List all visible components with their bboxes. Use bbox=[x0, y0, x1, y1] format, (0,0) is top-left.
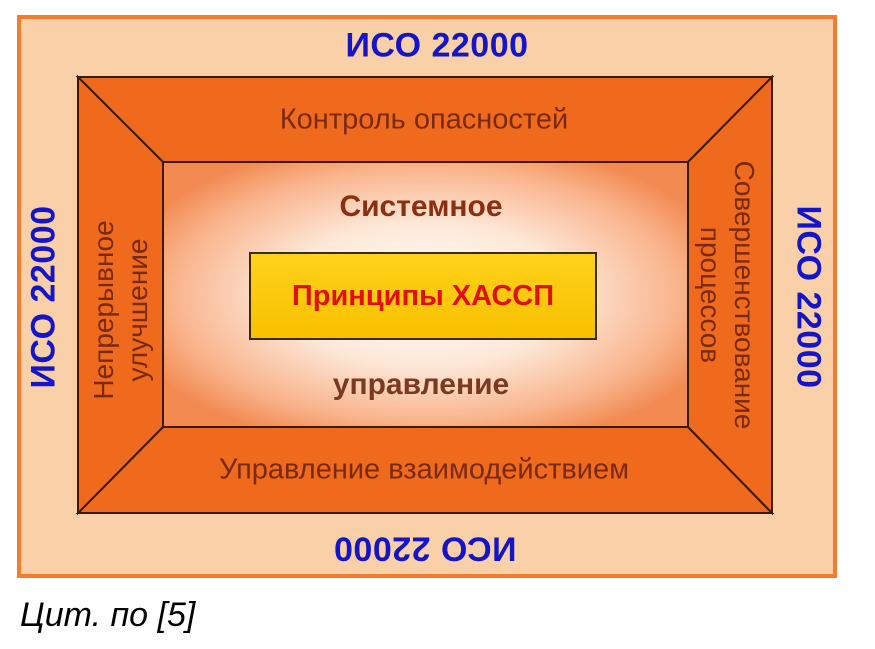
iso-label-right: ИСО 22000 bbox=[789, 205, 828, 389]
iso-label-top: ИСО 22000 bbox=[345, 26, 529, 65]
haccp-principles-box: Принципы ХАССП bbox=[249, 252, 597, 340]
hazard-control-label: Контроль опасностей bbox=[279, 103, 569, 136]
continuous-improvement-line-2: улучшение bbox=[122, 238, 153, 382]
continuous-improvement-line-1: Непрерывное bbox=[88, 220, 119, 400]
management-label: управление bbox=[332, 368, 510, 401]
citation-caption: Цит. по [5] bbox=[20, 596, 196, 634]
process-improvement-line-1: Совершенствование bbox=[729, 160, 760, 430]
process-improvement-label: Совершенствование процессов bbox=[693, 161, 761, 430]
continuous-improvement-label: Непрерывное улучшение bbox=[87, 220, 155, 399]
interaction-management-label: Управление взаимодействием bbox=[218, 453, 630, 486]
iso-label-bottom: ИСО 22000 bbox=[333, 529, 517, 568]
process-improvement-line-2: процессов bbox=[695, 226, 726, 364]
system-label: Системное bbox=[339, 190, 503, 223]
iso-label-left: ИСО 22000 bbox=[24, 205, 63, 389]
